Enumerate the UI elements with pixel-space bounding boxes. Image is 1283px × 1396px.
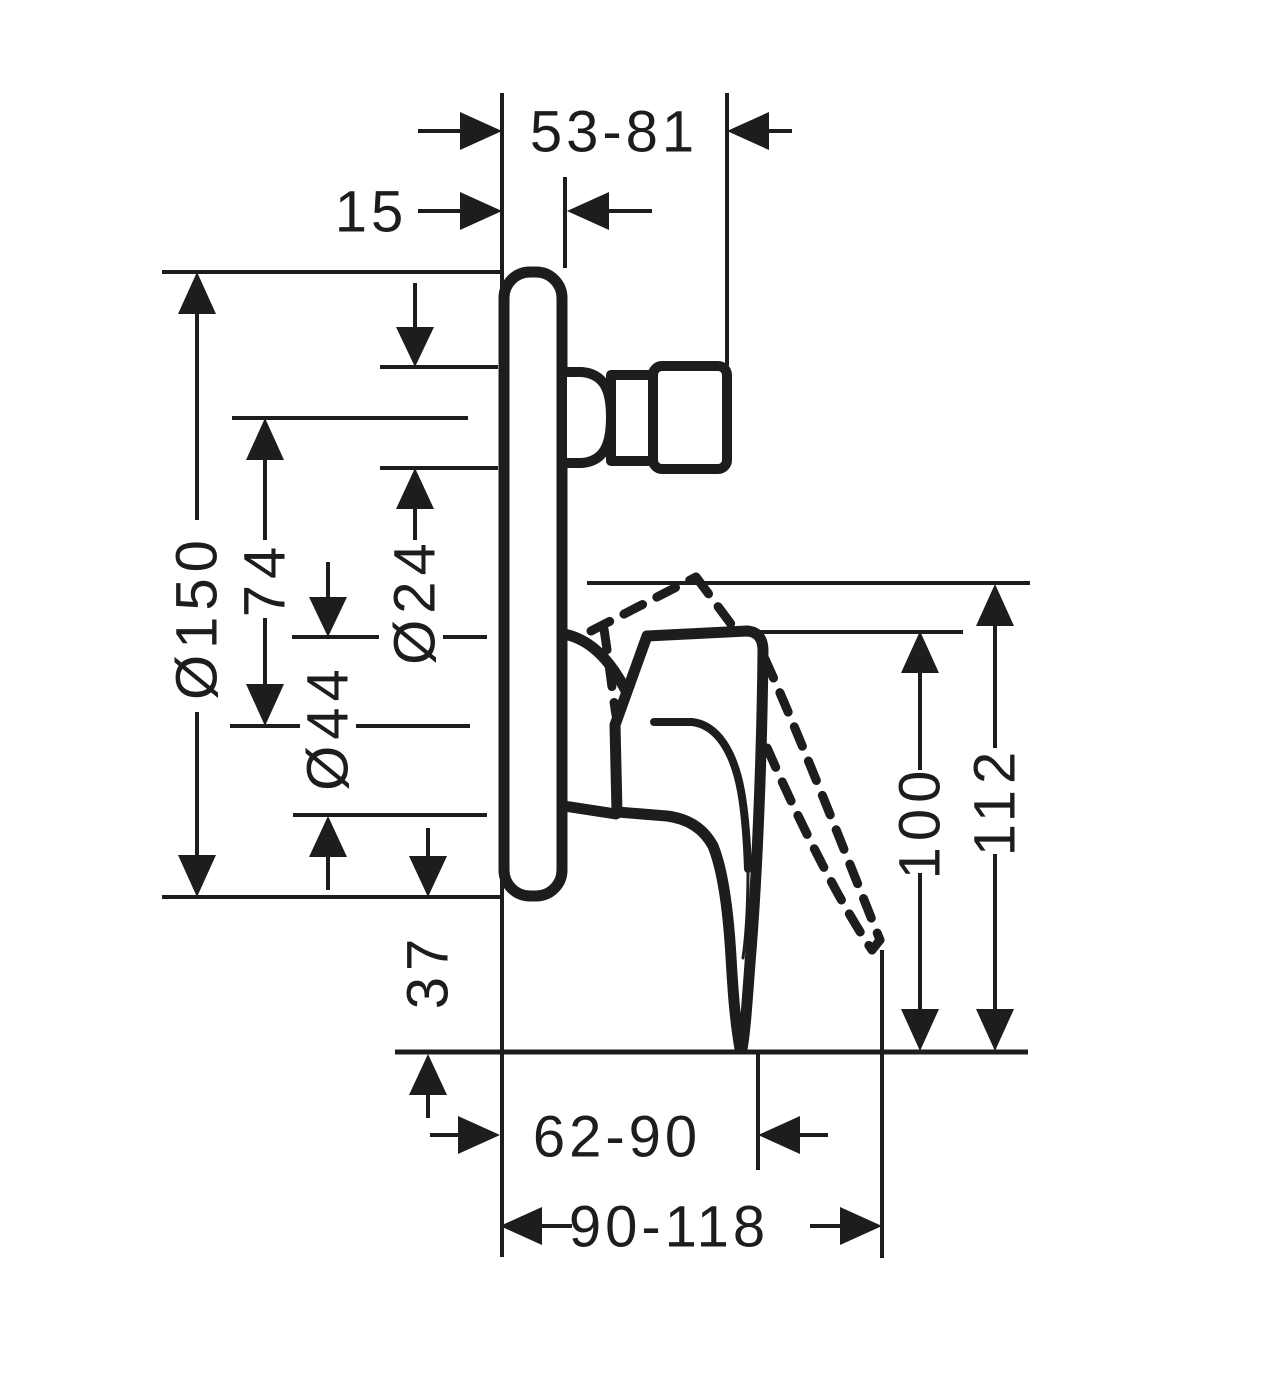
dim-label-lever-projection-open: 90-118 (569, 1195, 769, 1260)
arrow-left-icon (500, 1207, 542, 1245)
dimension-wall-to-spout-face: 53-81 (418, 100, 792, 165)
dimension-handle-height-open: 112 (963, 584, 1028, 1051)
lever-inner-contour (741, 867, 750, 960)
arrow-up-icon (976, 584, 1014, 626)
arrow-up-icon (309, 816, 347, 857)
dimension-lever-projection-open: 90-118 (500, 1195, 882, 1260)
arrow-up-icon (396, 468, 434, 509)
dashed-handle-top-edge (586, 572, 701, 636)
dim-label-handle-base-diameter: Ø44 (296, 663, 361, 791)
handle-cap-underside (650, 718, 752, 873)
escutcheon-plate (498, 266, 568, 902)
dimension-plate-to-lever-tip: 37 (396, 828, 461, 1118)
arrow-down-icon (409, 856, 447, 897)
arrow-right-icon (460, 112, 502, 150)
arrow-down-icon (178, 855, 216, 897)
arrow-up-icon (409, 1054, 447, 1095)
dimension-plate-diameter: Ø150 (165, 272, 230, 897)
dim-label-spout-diameter: Ø24 (383, 537, 448, 665)
dimension-lever-projection: 62-90 (430, 1105, 828, 1170)
dashed-handle-front-edge (691, 572, 739, 633)
arrow-down-icon (396, 327, 434, 367)
lever-handle (609, 625, 769, 1055)
dashed-lever-lower-edge (748, 709, 877, 955)
dim-label-lever-projection: 62-90 (533, 1105, 701, 1170)
dim-label-plate-thickness: 15 (335, 180, 408, 245)
dim-label-handle-height-open: 112 (963, 746, 1028, 856)
arrow-down-icon (901, 1009, 939, 1051)
dimension-spout-diameter: Ø24 (383, 283, 448, 665)
arrow-left-icon (758, 1116, 800, 1154)
dimension-handle-height: 100 (888, 631, 953, 1051)
dashed-lever-upper-edge (760, 654, 885, 945)
dim-label-plate-diameter: Ø150 (165, 534, 230, 700)
handle-sleeve-bottom (558, 800, 622, 820)
dim-label-plate-to-lever-tip: 37 (396, 933, 461, 1010)
arrow-left-icon (727, 112, 769, 150)
arrow-right-icon (460, 192, 502, 230)
dim-label-wall-to-spout-face: 53-81 (530, 100, 698, 165)
dim-label-handle-height: 100 (888, 765, 953, 880)
dimension-handle-base-diameter: Ø44 (296, 562, 361, 890)
handle-sleeve-top (558, 628, 631, 695)
dimension-spout-to-handle-axis: 74 (233, 418, 298, 726)
dashed-lever-tip (867, 935, 885, 955)
extension-lines (162, 93, 1030, 1258)
mixer-body (498, 266, 769, 1055)
arrow-left-icon (567, 192, 609, 230)
dim-label-spout-to-handle-axis: 74 (233, 541, 298, 618)
arrow-up-icon (246, 418, 284, 460)
arrow-down-icon (246, 684, 284, 726)
arrow-down-icon (309, 597, 347, 637)
spout-connector-flange (557, 367, 616, 468)
arrow-up-icon (901, 631, 939, 673)
dimension-plate-thickness: 15 (335, 180, 652, 245)
arrow-down-icon (976, 1009, 1014, 1051)
spout-connector-cylinder (606, 370, 658, 466)
spout-connector-cap (648, 361, 732, 474)
arrow-up-icon (178, 272, 216, 314)
arrow-right-icon (458, 1116, 500, 1154)
arrow-right-icon (840, 1207, 882, 1245)
